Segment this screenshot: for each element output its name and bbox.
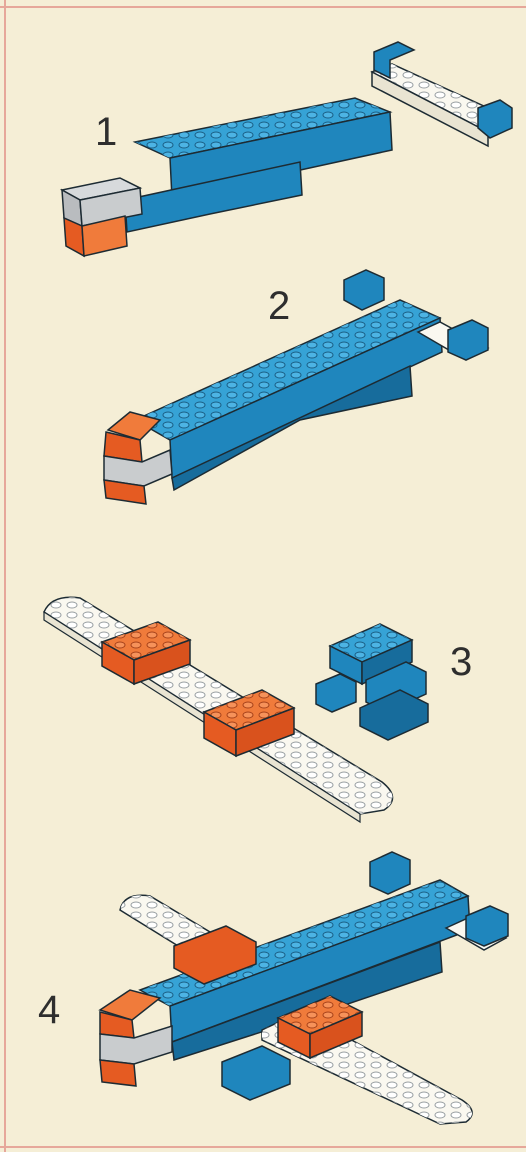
step-1-tail-block-right <box>478 100 512 138</box>
step-2-tail-block-top <box>344 270 384 310</box>
step-4-landing-block <box>222 1046 290 1100</box>
step-number-4: 4 <box>38 990 60 1030</box>
step-3-wing-plate-edge <box>44 612 360 822</box>
step-2-assembly <box>104 270 488 504</box>
step-3-blue-left-block <box>316 674 356 712</box>
step-number-1: 1 <box>95 112 117 152</box>
step-number-2: 2 <box>268 286 290 326</box>
step-4-assembly <box>100 852 508 1124</box>
step-3-assembly <box>44 597 428 822</box>
step-4-orange-nose-bottom <box>100 1060 136 1086</box>
step-number-3: 3 <box>450 642 472 682</box>
step-1-assembly <box>62 42 512 256</box>
step-2-tail-block-right <box>448 320 488 360</box>
step-4-tail-block-top <box>370 852 410 894</box>
